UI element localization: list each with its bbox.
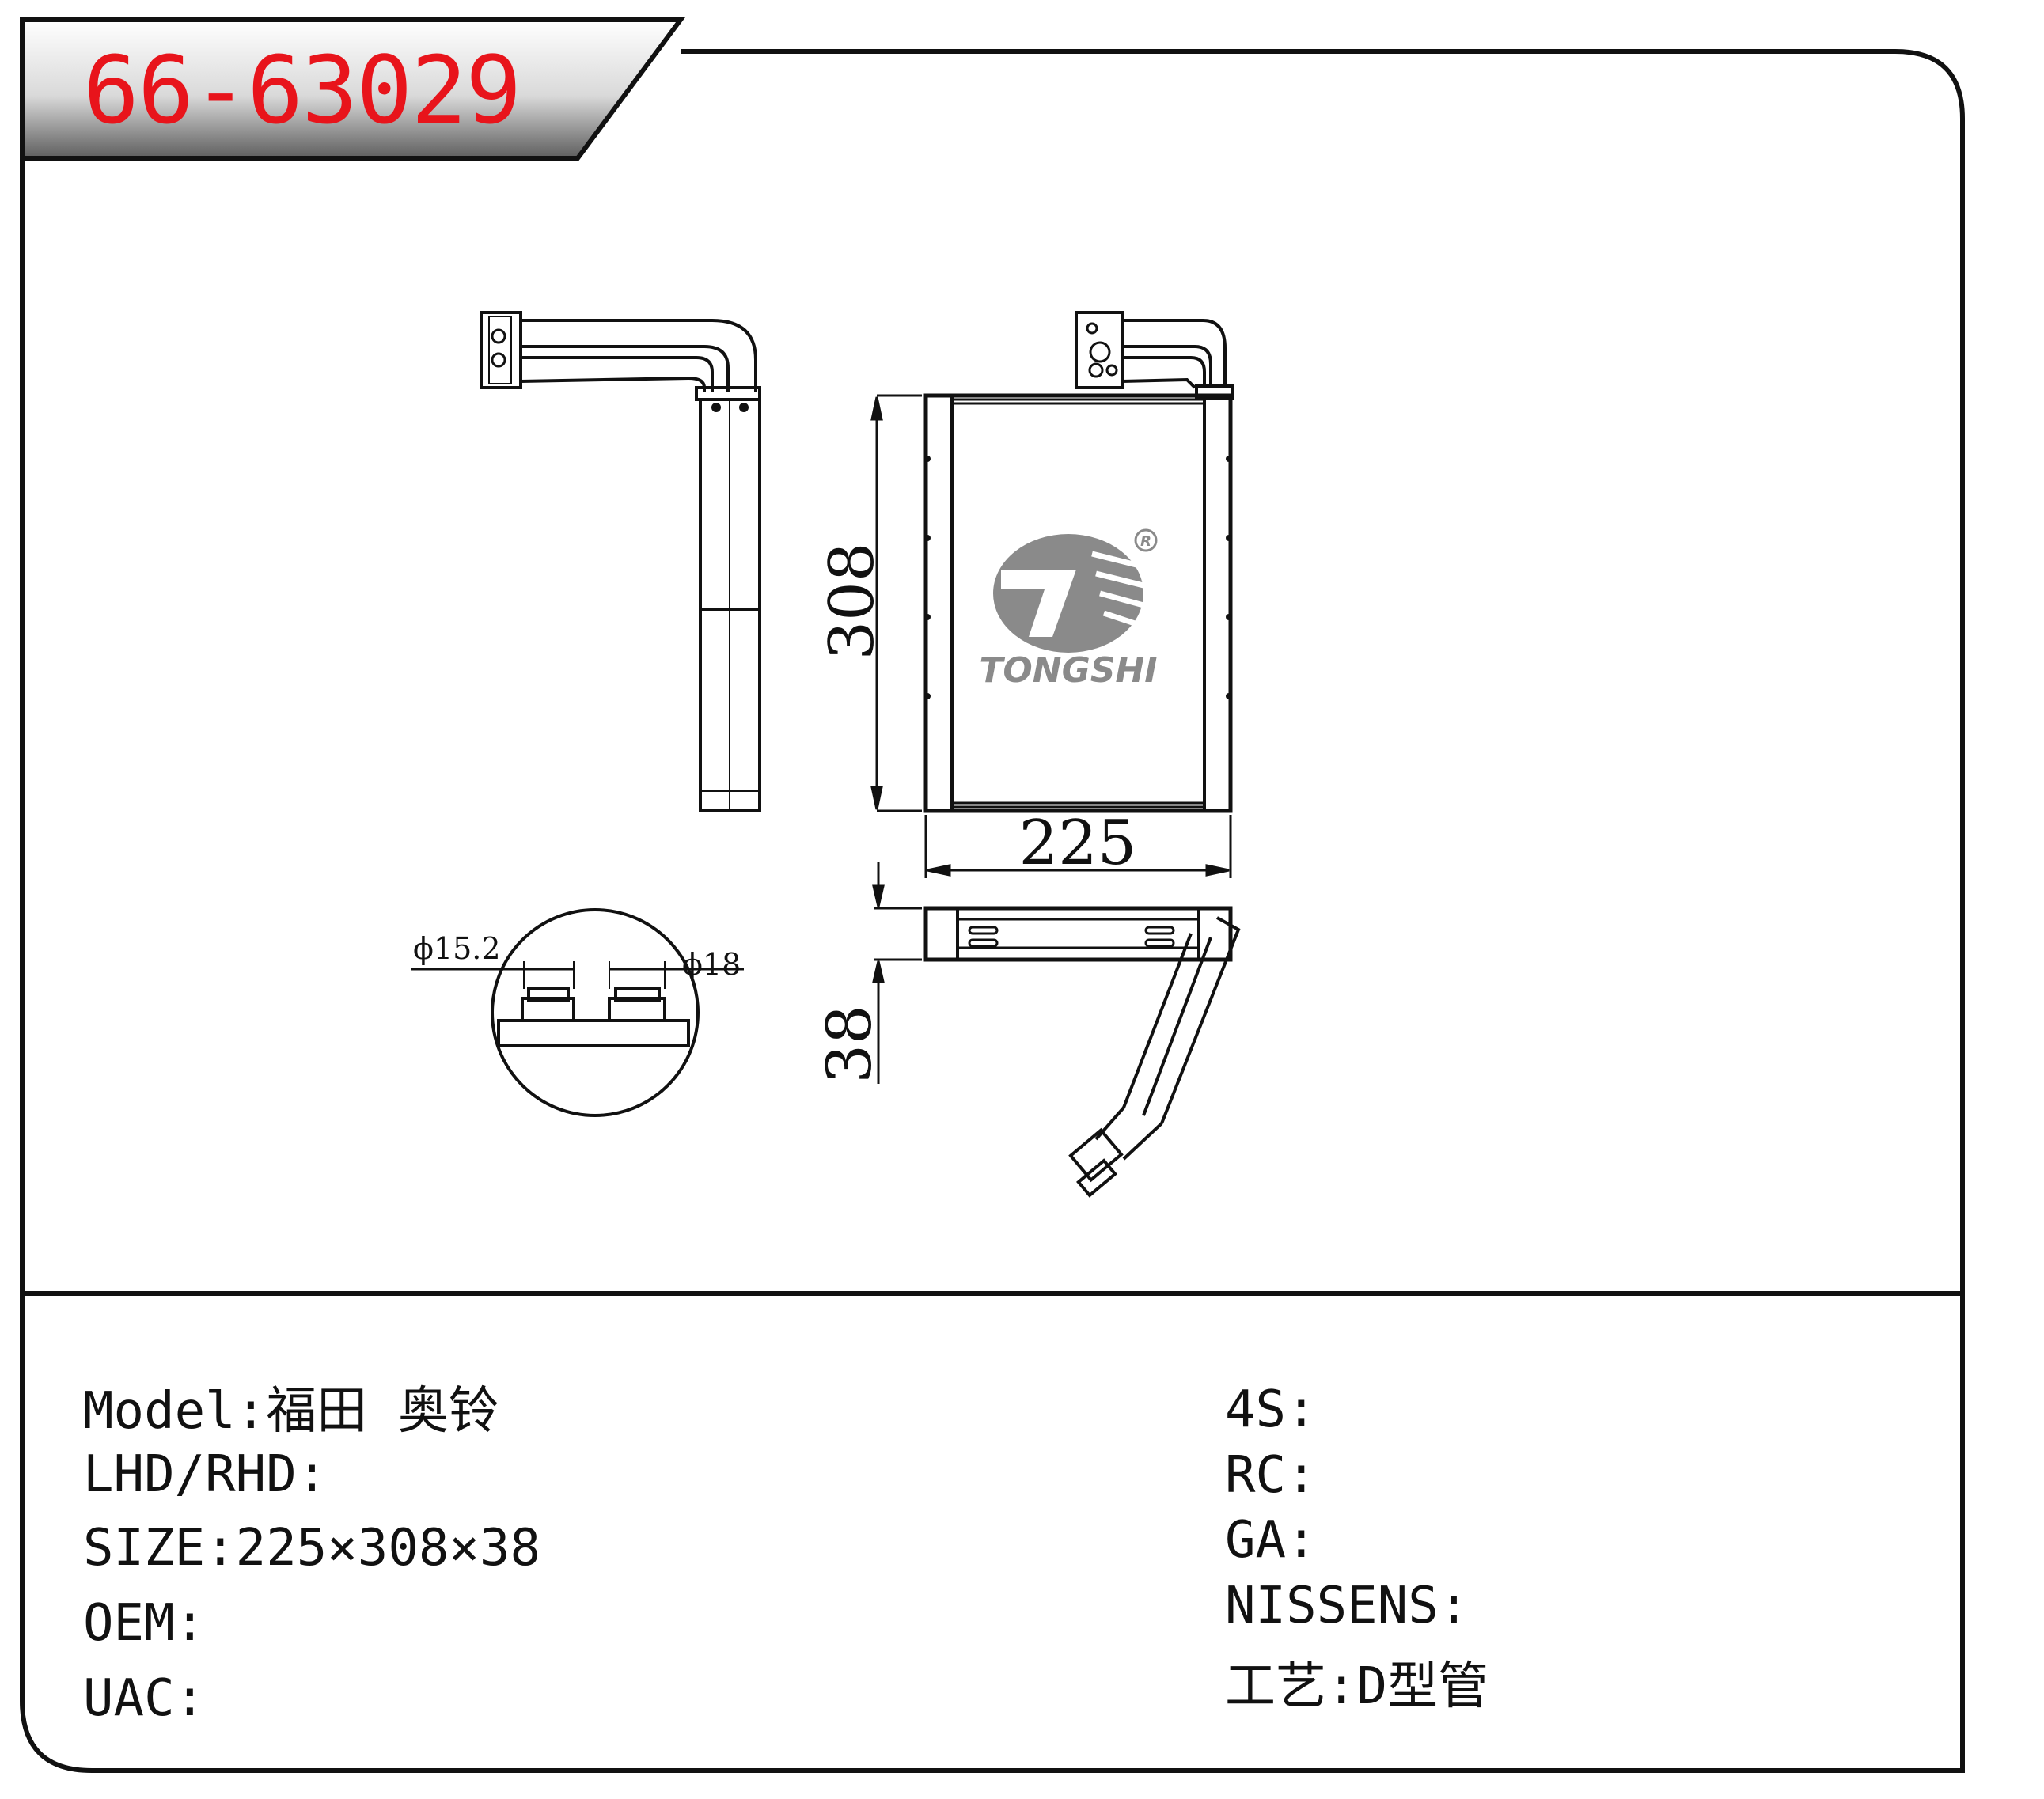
port-detail	[411, 908, 744, 1117]
spec-value: 225×308×38	[235, 1519, 540, 1577]
spec-ga: GA:	[1225, 1511, 1317, 1570]
spec-label: 4S:	[1225, 1380, 1317, 1439]
tongshi-logo	[993, 528, 1158, 653]
dim-height-label: 308	[817, 543, 888, 661]
tank-rivets	[924, 456, 1232, 699]
dim-depth-label: 38	[814, 1005, 885, 1083]
part-number: 66-63029	[83, 36, 521, 145]
spec-size: SIZE:225×308×38	[83, 1519, 540, 1577]
side-view	[480, 311, 761, 812]
spec-value: 福田 奥铃	[266, 1382, 499, 1441]
spec-label: LHD/RHD:	[83, 1445, 328, 1504]
title-tab	[20, 17, 685, 161]
dia-left-label: ϕ15.2	[413, 931, 501, 966]
top-view	[923, 906, 1241, 1198]
spec-process: 工艺:D型管	[1225, 1646, 1488, 1718]
dim-height-line	[870, 394, 922, 812]
spec-value: D型管	[1356, 1657, 1489, 1716]
spec-label: NISSENS:	[1225, 1577, 1469, 1635]
dim-width-line	[924, 815, 1232, 878]
spec-label: GA:	[1225, 1511, 1317, 1570]
spec-4s: 4S:	[1225, 1380, 1317, 1439]
spec-nissens: NISSENS:	[1225, 1577, 1469, 1635]
spec-label: 工艺:	[1225, 1657, 1357, 1716]
spec-model: Model:福田 奥铃	[83, 1370, 499, 1443]
spec-label: Model:	[83, 1382, 267, 1441]
spec-oem: OEM:	[83, 1594, 205, 1653]
registered-mark: R	[1140, 533, 1151, 550]
spec-label: RC:	[1225, 1446, 1317, 1505]
dim-width-label: 225	[1019, 808, 1137, 879]
spec-rc: RC:	[1225, 1446, 1317, 1505]
spec-label: UAC:	[83, 1669, 206, 1728]
spec-lhd-rhd: LHD/RHD:	[83, 1445, 327, 1504]
spec-label: OEM:	[83, 1594, 206, 1653]
sheet-frame	[20, 49, 1965, 1773]
front-view	[923, 311, 1234, 813]
dia-right-label: ϕ18	[682, 947, 741, 982]
dim-depth-line	[872, 862, 922, 1084]
logo-text: TONGSHI	[979, 650, 1157, 691]
spec-label: SIZE:	[83, 1519, 236, 1577]
spec-uac: UAC:	[83, 1669, 205, 1728]
